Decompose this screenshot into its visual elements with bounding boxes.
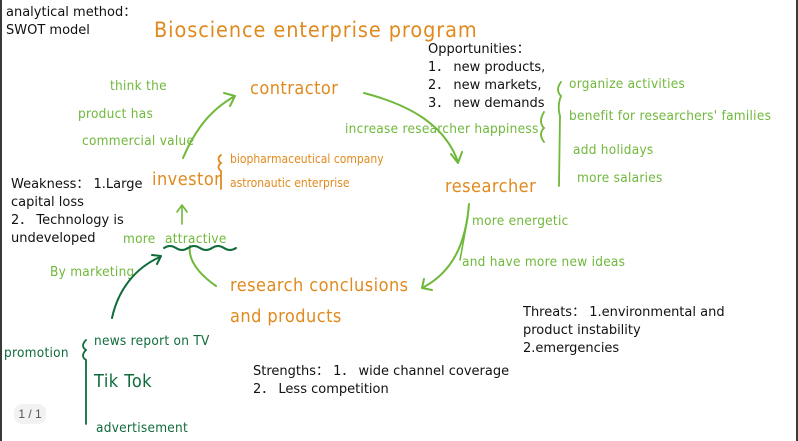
threats-line: 2.emergencies — [523, 341, 620, 356]
measure-more-salaries: more salaries — [577, 170, 663, 186]
note-more-energetic: more energetic — [472, 213, 569, 229]
threats-line: Threats： 1.environmental and — [523, 305, 725, 320]
node-research-conclusions: research conclusions — [230, 275, 409, 296]
strengths-line: Strengths： 1． wide channel coverage — [253, 364, 510, 379]
note-attractive: attractive — [165, 231, 227, 247]
method-label: analytical method： — [6, 5, 137, 20]
opportunity-item: 1． new products, — [428, 60, 546, 75]
weakness-line: Weakness： 1.Large — [11, 177, 143, 192]
strengths-block: Strengths： 1． wide channel coverage 2． L… — [253, 363, 509, 399]
node-contractor: contractor — [250, 78, 339, 99]
note-increase-happiness: increase researcher happiness — [345, 121, 539, 137]
weakness-block: Weakness： 1.Large capital loss 2． Techno… — [11, 176, 142, 248]
note-think-line3: commercial value — [82, 133, 195, 149]
threats-block: Threats： 1.environmental and product ins… — [523, 304, 725, 358]
opportunities-heading: Opportunities： — [428, 42, 530, 57]
weakness-line: 2． Technology is — [11, 213, 124, 228]
node-research-products: and products — [230, 306, 342, 327]
opportunities-block: Opportunities： 1． new products, 2． new m… — [428, 41, 545, 113]
measure-add-holidays: add holidays — [573, 142, 654, 158]
investor-type-biopharma: biopharmaceutical company — [230, 152, 384, 166]
strengths-line: 2． Less competition — [253, 382, 389, 397]
note-more: more — [123, 231, 156, 247]
window-border-right — [796, 0, 798, 441]
promotion-channel-advertisement: advertisement — [96, 420, 189, 436]
promotion-channel-tv: news report on TV — [94, 333, 210, 349]
note-by-marketing: By marketing — [50, 264, 135, 280]
promotion-channel-tiktok: Tik Tok — [94, 371, 153, 392]
promotion-label: promotion — [4, 345, 69, 361]
opportunity-item: 2． new markets, — [428, 78, 542, 93]
weakness-line: undeveloped — [11, 231, 96, 246]
program-title: Bioscience enterprise program — [154, 18, 478, 42]
measure-family-benefit: benefit for researchers' families — [569, 108, 772, 124]
note-new-ideas: and have more new ideas — [462, 254, 626, 270]
note-think-line2: product has — [78, 106, 154, 122]
opportunity-item: 3． new demands — [428, 96, 545, 111]
node-researcher: researcher — [445, 176, 537, 197]
page-indicator: 1 / 1 — [14, 404, 46, 424]
note-think-line1: think the — [110, 78, 167, 94]
window-border-left — [0, 0, 2, 441]
method-value: SWOT model — [6, 23, 90, 38]
analysis-method-block: analytical method： SWOT model — [6, 4, 136, 40]
node-investor: investor — [152, 169, 222, 190]
threats-line: product instability — [523, 323, 641, 338]
measure-organize-activities: organize activities — [569, 76, 686, 92]
weakness-line: capital loss — [11, 195, 84, 210]
investor-type-astronautic: astronautic enterprise — [230, 176, 350, 190]
